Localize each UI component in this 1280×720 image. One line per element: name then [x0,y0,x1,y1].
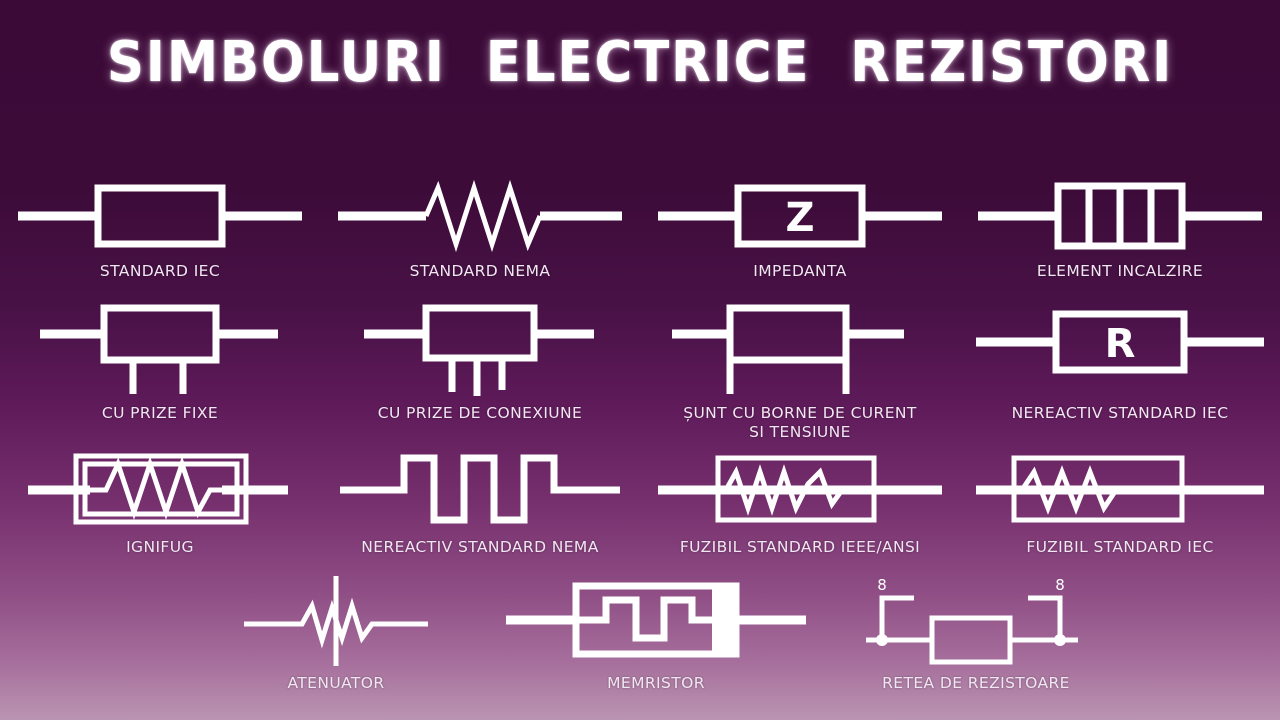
symbol-card-atenuator[interactable]: ATENUATOR [176,568,496,693]
symbol-row-4: ATENUATOR MEMRISTOR 8 8 [0,568,1280,693]
symbol-caption: MEMRISTOR [607,674,705,692]
symbol-cu-prize-de-conexiune-icon [320,302,640,400]
symbol-card-memristor[interactable]: MEMRISTOR [496,568,816,693]
symbol-card-standard-nema[interactable]: STANDARD NEMA [320,178,640,281]
symbol-caption: CU PRIZE FIXE [101,404,219,422]
symbol-caption: NEREACTIV STANDARD NEMA [361,538,599,556]
symbol-card-impedanta[interactable]: Z IMPEDANTA [640,178,960,281]
symbol-ignifug-icon [0,442,320,532]
symbol-caption: FUZIBIL STANDARD IEEE/ANSI [679,538,921,556]
row4-spacer-left [0,568,176,693]
symbol-caption: IMPEDANTA [753,262,847,280]
symbol-nereactiv-standard-nema-icon [320,442,640,532]
symbol-card-sunt-borne[interactable]: ȘUNT CU BORNE DE CURENT SI TENSIUNE [640,302,960,442]
symbol-card-nereactiv-standard-nema[interactable]: NEREACTIV STANDARD NEMA [320,442,640,557]
symbol-card-nereactiv-standard-iec[interactable]: R NEREACTIV STANDARD IEC [960,302,1280,442]
symbol-caption: RETEA DE REZISTOARE [882,674,1070,692]
symbol-glyph: Z [785,195,814,241]
page-title: SIMBOLURI ELECTRICE REZISTORI [106,30,1174,95]
symbol-caption: IGNIFUG [126,538,194,556]
symbol-caption: STANDARD NEMA [409,262,551,280]
pin-count-left: 8 [877,576,887,594]
symbol-card-retea-de-rezistoare[interactable]: 8 8 RETEA DE REZISTOARE [816,568,1136,693]
symbol-standard-iec-icon [0,178,320,254]
symbol-atenuator-icon [176,568,496,668]
symbol-row-3: IGNIFUG NEREACTIV STANDARD NEMA FUZIBIL … [0,442,1280,557]
symbol-card-cu-prize-fixe[interactable]: CU PRIZE FIXE [0,302,320,442]
symbol-caption: ATENUATOR [287,674,385,692]
symbol-retea-de-rezistoare-icon: 8 8 [816,568,1136,668]
symbol-cu-prize-fixe-icon [0,302,320,400]
symbol-sunt-borne-icon [640,302,960,400]
row4-spacer-right [1136,568,1280,693]
symbol-row-1: STANDARD IEC STANDARD NEMA Z [0,178,1280,281]
symbol-card-cu-prize-de-conexiune[interactable]: CU PRIZE DE CONEXIUNE [320,302,640,442]
symbol-fuzibil-ieee-ansi-icon [640,442,960,532]
symbol-card-element-incalzire[interactable]: ELEMENT INCALZIRE [960,178,1280,281]
symbol-caption: FUZIBIL STANDARD IEC [1026,538,1214,556]
symbol-nereactiv-standard-iec-icon: R [960,302,1280,400]
symbol-card-fuzibil-iec[interactable]: FUZIBIL STANDARD IEC [960,442,1280,557]
symbol-memristor-icon [496,568,816,668]
symbol-row-2: CU PRIZE FIXE CU PRIZE DE CONEXIUNE [0,302,1280,442]
pin-count-right: 8 [1055,576,1065,594]
symbol-glyph: R [1105,321,1136,367]
symbol-caption: NEREACTIV STANDARD IEC [1011,404,1229,422]
symbol-card-fuzibil-ieee-ansi[interactable]: FUZIBIL STANDARD IEEE/ANSI [640,442,960,557]
symbol-impedanta-icon: Z [640,178,960,254]
symbol-card-standard-iec[interactable]: STANDARD IEC [0,178,320,281]
symbol-element-incalzire-icon [960,178,1280,254]
symbol-caption: ȘUNT CU BORNE DE CURENT SI TENSIUNE [683,404,917,441]
symbol-standard-nema-icon [320,178,640,254]
symbol-caption: ELEMENT INCALZIRE [1036,262,1204,280]
symbol-caption: CU PRIZE DE CONEXIUNE [377,404,583,422]
symbol-caption: STANDARD IEC [99,262,221,280]
symbol-card-ignifug[interactable]: IGNIFUG [0,442,320,557]
symbol-fuzibil-iec-icon [960,442,1280,532]
